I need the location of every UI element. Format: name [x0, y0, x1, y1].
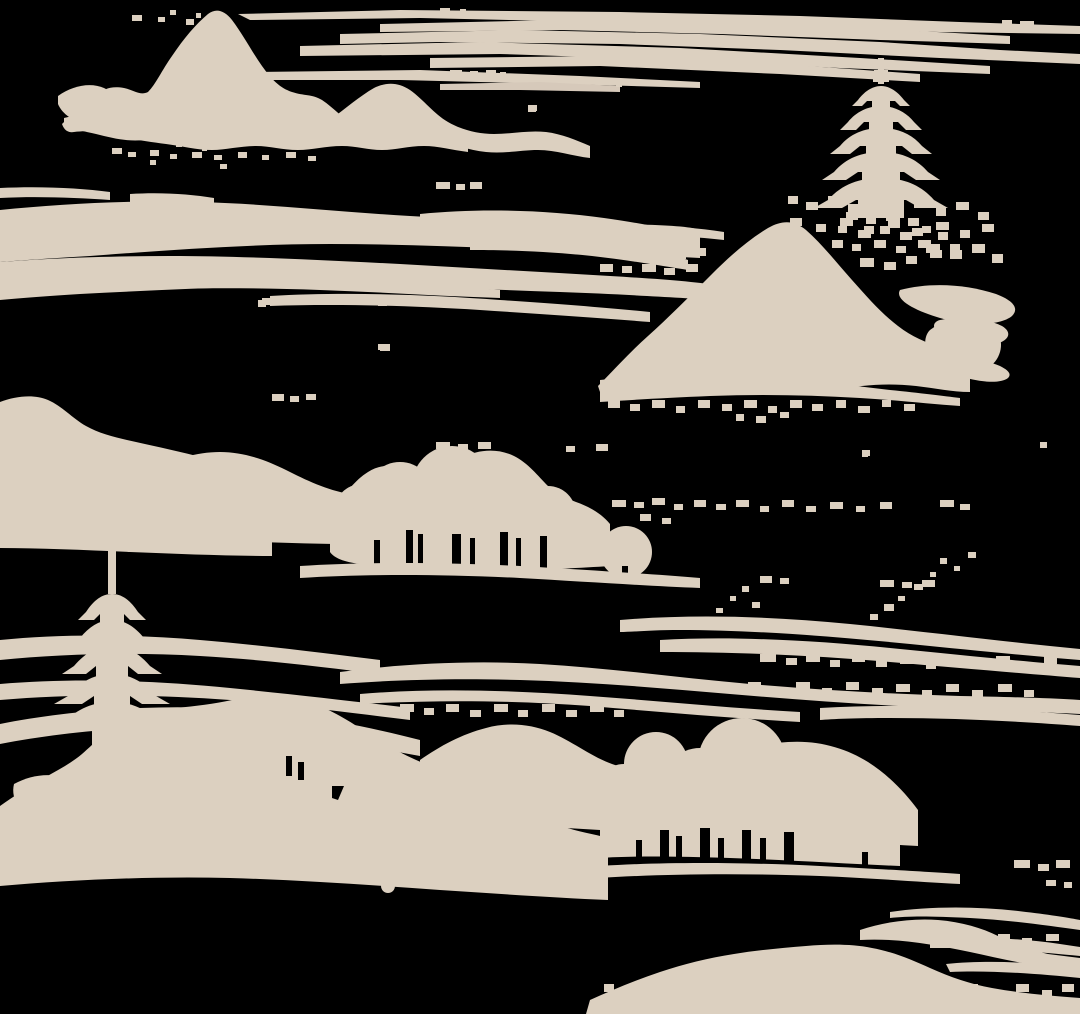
village-grove	[0, 396, 970, 588]
peak-left-mist	[420, 210, 724, 275]
foreground-bank	[0, 695, 608, 900]
foreground-grove	[596, 718, 1070, 884]
central-peak	[598, 196, 1016, 423]
far-mountain-range	[58, 10, 468, 169]
stray-ink-speckles	[258, 82, 1072, 888]
mid-mist-band	[0, 182, 720, 402]
lower-mist-band	[0, 552, 1080, 726]
upper-mist-band	[132, 8, 1080, 111]
secondary-ridge	[330, 83, 590, 158]
pagoda-upper-right	[814, 58, 960, 270]
bottom-island	[586, 907, 1080, 1014]
